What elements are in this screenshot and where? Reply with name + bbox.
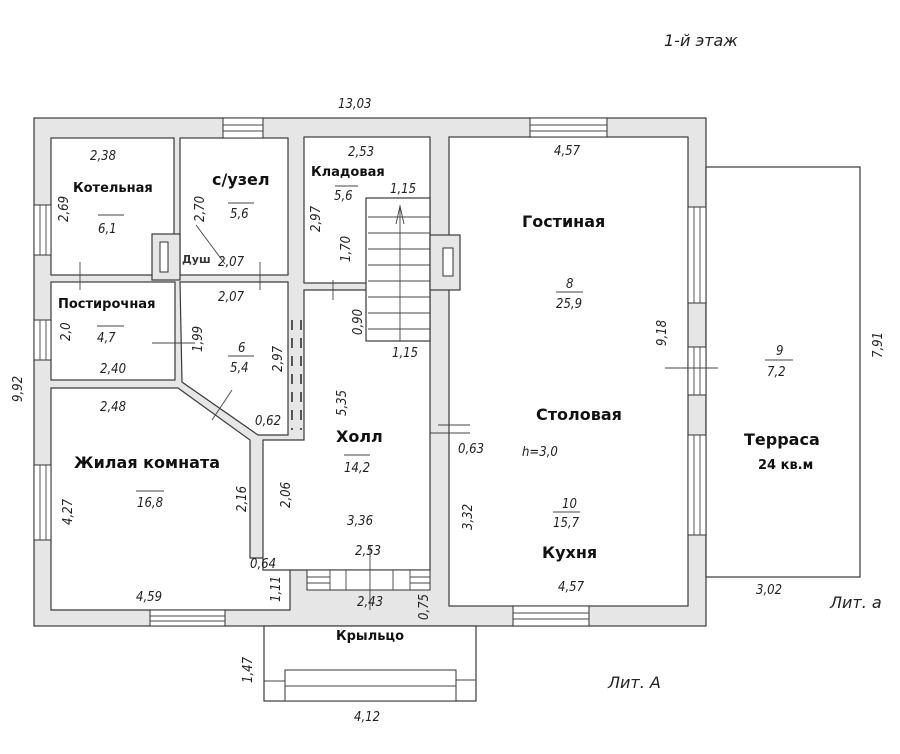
room-area-terrace: 7,2: [767, 365, 786, 380]
dim: 0,75: [417, 594, 432, 620]
entrance-door[interactable]: [306, 569, 431, 591]
dim: 1,15: [392, 346, 418, 361]
shower-label: Душ: [182, 253, 211, 266]
porch-step: [284, 669, 457, 702]
room-area-storage: 5,6: [334, 189, 353, 204]
dim: 2,48: [100, 400, 126, 415]
dim: 2,38: [90, 149, 116, 164]
room-name-porch: Крыльцо: [336, 629, 404, 644]
dim: 4,27: [61, 498, 76, 525]
dimension-ticks: [79, 224, 718, 610]
dim: 0,64: [250, 557, 276, 572]
dim: 1,99: [191, 326, 206, 352]
dim: 1,11: [269, 576, 284, 602]
room-area-living: 16,8: [137, 496, 163, 511]
dim-terrace-height: 7,91: [871, 332, 886, 358]
dim: 2,70: [193, 196, 208, 222]
dim-terrace-width: 3,02: [756, 583, 782, 598]
room-name-laundry: Постирочная: [58, 297, 155, 312]
ceiling-height: h=3,0: [522, 445, 558, 460]
dim: 1,70: [339, 236, 354, 262]
room-area-lounge: 25,9: [556, 297, 582, 312]
dim: 2,97: [309, 205, 324, 232]
room-name-living: Жилая комната: [74, 453, 220, 472]
dim: 2,07: [218, 290, 245, 305]
stairs[interactable]: [365, 197, 431, 342]
room-area-bathroom: 5,6: [230, 207, 249, 222]
room-number-corridor: 6: [238, 341, 245, 356]
room-number-kitchen: 10: [562, 497, 577, 512]
dim: 0,63: [458, 442, 484, 457]
room-name-terrace: Терраса: [744, 430, 820, 449]
room-lounge-dining-kitchen: [448, 136, 689, 607]
litera-main: Лит. А: [607, 673, 661, 692]
dim: 2,53: [348, 145, 374, 160]
room-area-kitchen: 15,7: [553, 516, 580, 531]
dim: 2,53: [355, 544, 381, 559]
dim: 2,43: [357, 595, 383, 610]
room-name-boiler: Котельная: [73, 181, 153, 196]
room-name-storage: Кладовая: [311, 165, 385, 180]
room-number-terrace: 9: [776, 344, 783, 359]
room-name-kitchen: Кухня: [542, 543, 597, 562]
room-area-hall: 14,2: [344, 461, 370, 476]
dim: 2,40: [100, 362, 126, 377]
room-area-corridor: 5,4: [230, 361, 249, 376]
dim: 2,0: [59, 322, 74, 341]
room-area-boiler: 6,1: [98, 222, 117, 237]
room-terrace: [705, 166, 861, 578]
room-laundry: [50, 281, 176, 381]
litera-terrace: Лит. а: [829, 593, 882, 612]
room-number-lounge: 8: [566, 277, 573, 292]
room-area-laundry: 4,7: [97, 331, 116, 346]
terrace-area-note: 24 кв.м: [758, 458, 813, 473]
room-name-bathroom: с/узел: [212, 170, 270, 189]
dim-height-left: 9,92: [11, 376, 26, 402]
floor-title: 1-й этаж: [664, 31, 738, 50]
dim: 2,69: [57, 196, 72, 222]
room-corridor: [179, 281, 289, 436]
dim-width-top: 13,03: [338, 97, 371, 112]
dim: 2,16: [235, 486, 250, 512]
dim: 2,06: [279, 482, 294, 508]
room-name-dining: Столовая: [536, 405, 622, 424]
dim: 4,57: [554, 144, 581, 159]
dim-porch-width: 4,12: [354, 710, 380, 725]
dim: 4,57: [558, 580, 585, 595]
dim: 5,35: [335, 390, 350, 416]
dim: 0,62: [255, 414, 281, 429]
dim: 3,36: [347, 514, 373, 529]
dim-porch-depth: 1,47: [241, 656, 256, 683]
windows: [33, 117, 707, 627]
dim: 2,07: [218, 255, 245, 270]
dim: 0,90: [351, 309, 366, 335]
room-name-lounge: Гостиная: [522, 212, 605, 231]
dim: 2,97: [271, 345, 286, 372]
dim: 4,59: [136, 590, 162, 605]
stair-treads: [368, 205, 430, 341]
dim: 3,32: [461, 504, 476, 530]
dim: 9,18: [655, 320, 670, 346]
dim: 1,15: [390, 182, 416, 197]
room-name-hall: Холл: [336, 427, 383, 446]
